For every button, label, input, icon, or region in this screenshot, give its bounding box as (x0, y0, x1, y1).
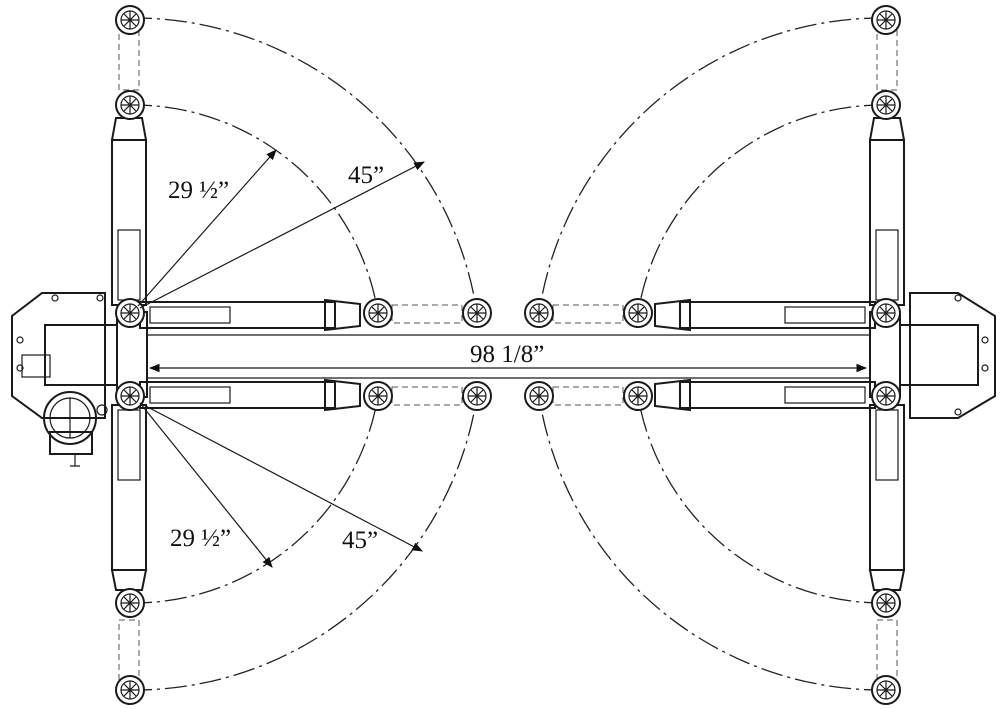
right-column (868, 29, 996, 681)
dimension-upper-long-label: 45” (348, 162, 384, 189)
left-column (11, 29, 148, 681)
dimension-lower-short-label: 29 ½” (170, 525, 231, 552)
arc-left-lower-short (129, 395, 379, 604)
dimension-lower-long-label: 45” (342, 527, 378, 554)
arc-left-lower-long (129, 395, 478, 691)
dimension-lines (137, 149, 870, 568)
arc-left-upper-short (129, 104, 379, 314)
arc-right-upper-short (637, 104, 887, 314)
arc-right-lower-long (538, 395, 887, 691)
swing-arcs (129, 17, 887, 691)
arc-left-upper-long (129, 17, 478, 314)
power-unit (43, 391, 108, 467)
dimension-upper-short-label: 29 ½” (168, 177, 229, 204)
arc-right-lower-short (637, 395, 887, 604)
arc-right-upper-long (538, 17, 887, 314)
dimension-width-label: 98 1/8” (470, 341, 544, 368)
